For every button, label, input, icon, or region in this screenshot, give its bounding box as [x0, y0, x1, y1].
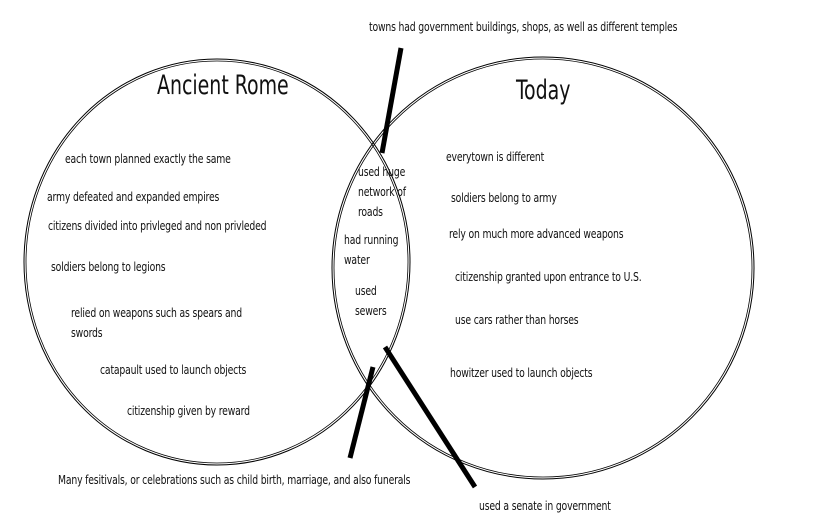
ancient-rome-circle	[23, 58, 411, 466]
bottom-right-callout-pointer	[382, 345, 478, 489]
left-item: army defeated and expanded empires	[47, 190, 220, 204]
today-circle	[331, 56, 755, 480]
right-item: use cars rather than horses	[455, 313, 579, 327]
right-circle-title: Today	[516, 75, 571, 106]
right-item: soldiers belong to army	[451, 191, 557, 205]
left-item: relied on weapons such as spears and swo…	[71, 306, 242, 340]
top-callout-pointer	[379, 47, 404, 154]
left-item: citizens divided into privleged and non …	[48, 219, 267, 233]
right-item: howitzer used to launch objects	[450, 366, 593, 380]
right-item: rely on much more advanced weapons	[449, 227, 624, 241]
right-item: citizenship granted upon entrance to U.S…	[455, 270, 642, 284]
bottom-right-callout: used a senate in government	[479, 499, 611, 513]
shared-item: used huge network of roads	[358, 165, 406, 219]
left-item: soldiers belong to legions	[51, 260, 166, 274]
left-item: citizenship given by reward	[127, 404, 250, 418]
shared-item: had running water	[344, 233, 399, 267]
bottom-left-callout-pointer	[347, 366, 376, 459]
right-item: everytown is different	[446, 150, 545, 164]
today-circle-inner	[333, 58, 753, 478]
left-item: catapault used to launch objects	[100, 363, 247, 377]
bottom-left-callout: Many fesitivals, or celebrations such as…	[58, 473, 411, 487]
top-callout: towns had government buildings, shops, a…	[369, 20, 678, 34]
left-circle-title: Ancient Rome	[157, 70, 289, 101]
ancient-rome-circle-inner	[25, 60, 409, 464]
left-item: each town planned exactly the same	[65, 152, 231, 166]
shared-item: used sewers	[355, 284, 387, 318]
